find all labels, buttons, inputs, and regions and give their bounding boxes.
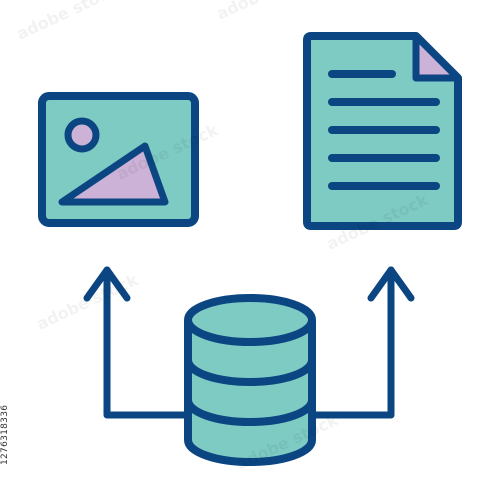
database-ring-2 [184,399,316,426]
database-ring-1 [184,359,316,386]
database-icon [184,294,316,466]
document-text-lines [328,70,440,190]
database-top [184,294,316,346]
stock-id-label: 1276318336 [0,404,10,465]
image-mountain [58,142,169,206]
left-arrow-head-icon [83,266,131,302]
document-corner-fold [412,32,462,82]
image-sun [64,117,100,153]
database-body [184,320,316,466]
right-arrow-head-icon [367,266,415,302]
document-icon [303,32,462,230]
right-connector-line [308,266,395,419]
connector-arrows [83,266,415,419]
image-icon [38,92,199,227]
left-connector-line [103,266,192,419]
